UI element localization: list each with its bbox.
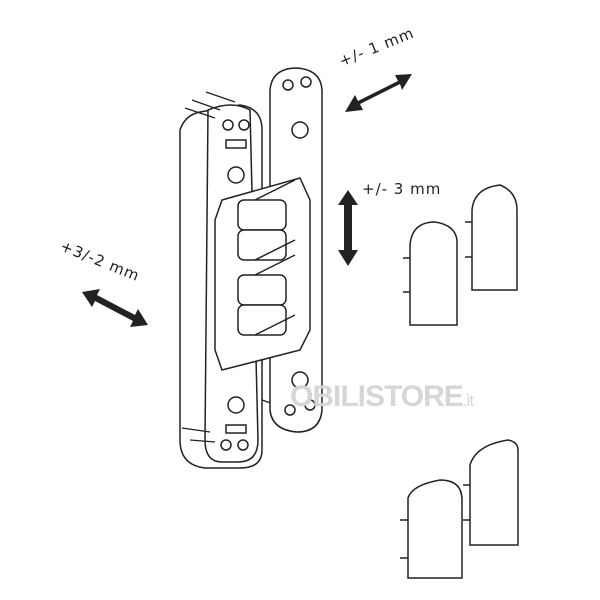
- height-adjust-label: +/- 3 mm: [362, 180, 442, 198]
- hinge-arms: [214, 177, 311, 371]
- watermark-name: OBILISTORE: [290, 380, 464, 413]
- cover-cap: [407, 479, 463, 579]
- watermark-suffix: .it: [462, 391, 474, 410]
- cover-cap: [469, 439, 519, 546]
- adjust-arrows: [82, 74, 412, 327]
- watermark-logo: OBILISTORE.it: [290, 380, 474, 414]
- depth-arrow: [345, 74, 412, 112]
- cover-cap: [471, 184, 518, 291]
- lateral-arrow: [82, 289, 148, 327]
- cover-caps: [400, 184, 519, 579]
- cover-cap: [409, 221, 458, 326]
- height-arrow: [338, 190, 358, 266]
